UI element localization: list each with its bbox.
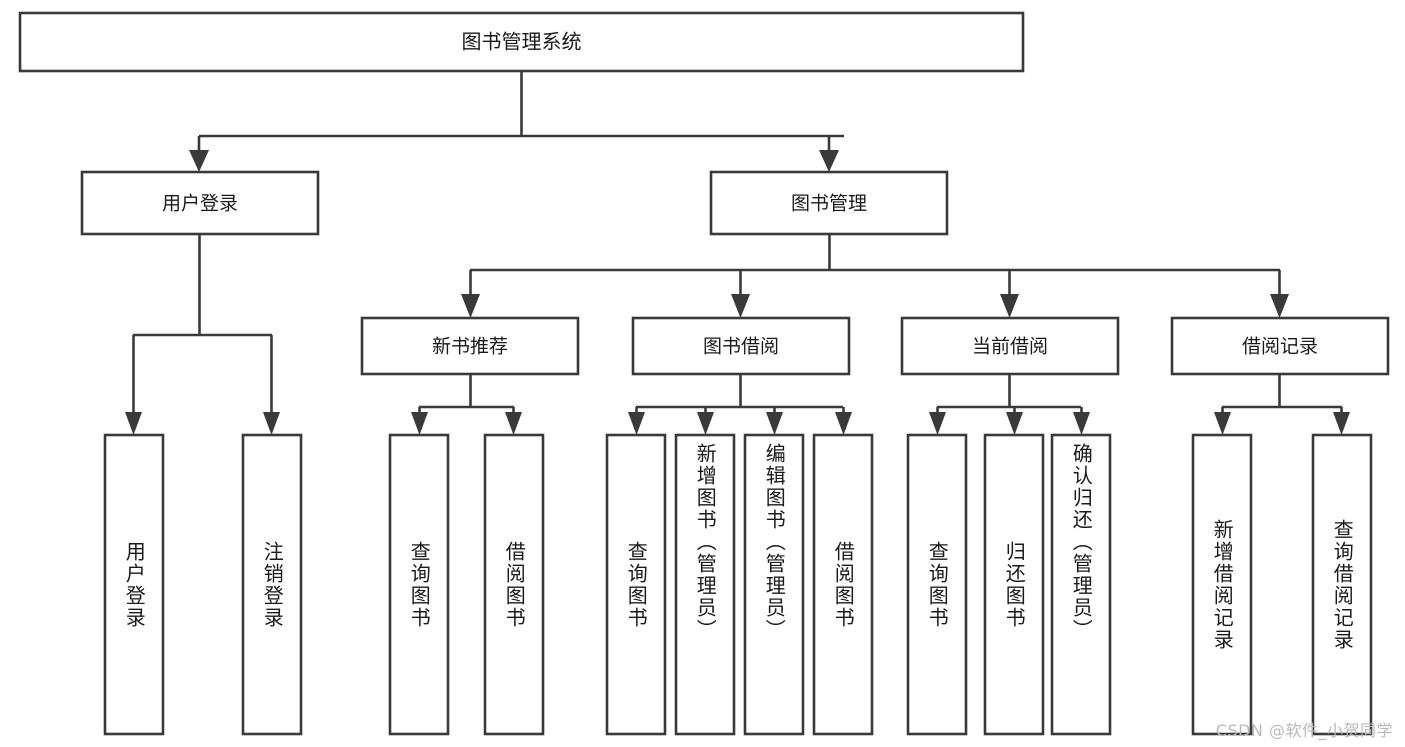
leaf-box-add-book[interactable] — [674, 433, 736, 736]
arrow-head-leaf-user-login — [125, 412, 142, 435]
leaf-box-borrow-book-1[interactable] — [483, 433, 545, 736]
arrow-head-leaf-query-book-1 — [411, 412, 428, 435]
arrow-head-leaf-add-record — [1214, 412, 1231, 435]
node-root-label: 图书管理系统 — [462, 30, 582, 54]
arrow-head-leaf-borrow-book-2 — [835, 412, 852, 435]
node-borrow-record-box[interactable] — [1170, 316, 1390, 376]
connector-group-current-borrow — [929, 374, 1090, 435]
leaf-box-edit-book[interactable] — [743, 433, 805, 736]
csdn-watermark: CSDN @软件_小贺同学 — [1215, 721, 1393, 740]
node-book-manage[interactable]: 图书管理 — [709, 170, 949, 236]
arrow-head-user-login — [189, 150, 209, 172]
leaf-box-query-book-1[interactable] — [388, 433, 450, 736]
leaf-boxes — [103, 433, 1373, 736]
node-new-book-rec[interactable]: 新书推荐 — [360, 316, 580, 376]
arrow-head-book-borrow — [731, 294, 750, 318]
arrow-head-leaf-query-record — [1333, 412, 1350, 435]
arrow-head-leaf-edit-book — [766, 412, 783, 435]
leaf-box-query-book-2[interactable] — [605, 433, 667, 736]
node-borrow-record-label: 借阅记录 — [1242, 336, 1318, 358]
node-book-manage-box[interactable] — [709, 170, 949, 236]
connector-group-borrow-record — [1214, 374, 1350, 435]
node-user-login[interactable]: 用户登录 — [80, 170, 320, 236]
connector-group-user-login — [125, 234, 280, 435]
leaf-box-return-book[interactable] — [983, 433, 1045, 736]
connector-group-root — [189, 71, 844, 172]
node-new-book-rec-box[interactable] — [360, 316, 580, 376]
arrow-head-borrow-record — [1270, 294, 1289, 318]
node-new-book-rec-label: 新书推荐 — [432, 336, 508, 358]
connector-group-book-borrow — [628, 374, 852, 435]
node-book-borrow-label: 图书借阅 — [703, 336, 779, 358]
arrow-head-leaf-return-book — [1006, 412, 1023, 435]
node-book-borrow-box[interactable] — [631, 316, 851, 376]
leaf-box-borrow-book-2[interactable] — [812, 433, 874, 736]
node-user-login-box[interactable] — [80, 170, 320, 236]
arrow-head-leaf-confirm-return — [1073, 412, 1090, 435]
node-current-borrow[interactable]: 当前借阅 — [900, 316, 1120, 376]
arrow-head-leaf-query-book-3 — [929, 412, 946, 435]
node-root[interactable]: 图书管理系统 — [18, 11, 1025, 73]
leaf-box-user-login[interactable] — [103, 433, 165, 736]
node-book-manage-label: 图书管理 — [791, 193, 867, 215]
connector-group-new-book-rec — [411, 374, 522, 435]
arrow-head-current-borrow — [1000, 294, 1019, 318]
node-borrow-record[interactable]: 借阅记录 — [1170, 316, 1390, 376]
arrow-head-book-manage — [819, 150, 839, 172]
node-book-borrow[interactable]: 图书借阅 — [631, 316, 851, 376]
leaf-box-query-record[interactable] — [1311, 433, 1373, 736]
node-user-login-label: 用户登录 — [162, 193, 238, 215]
arrow-head-leaf-query-book-2 — [628, 412, 645, 435]
node-root-box[interactable] — [18, 11, 1025, 73]
arrow-head-leaf-add-book — [697, 412, 714, 435]
leaf-box-query-book-3[interactable] — [906, 433, 968, 736]
connector-group-book-manage — [461, 234, 1289, 318]
leaf-box-add-record[interactable] — [1191, 433, 1253, 736]
leaf-box-confirm-return[interactable] — [1050, 433, 1112, 736]
leaf-box-logout[interactable] — [241, 433, 303, 736]
arrow-head-leaf-logout — [263, 412, 280, 435]
node-current-borrow-label: 当前借阅 — [972, 336, 1048, 358]
node-current-borrow-box[interactable] — [900, 316, 1120, 376]
arrow-head-leaf-borrow-book-1 — [505, 412, 522, 435]
arrow-head-new-book-rec — [461, 294, 480, 318]
